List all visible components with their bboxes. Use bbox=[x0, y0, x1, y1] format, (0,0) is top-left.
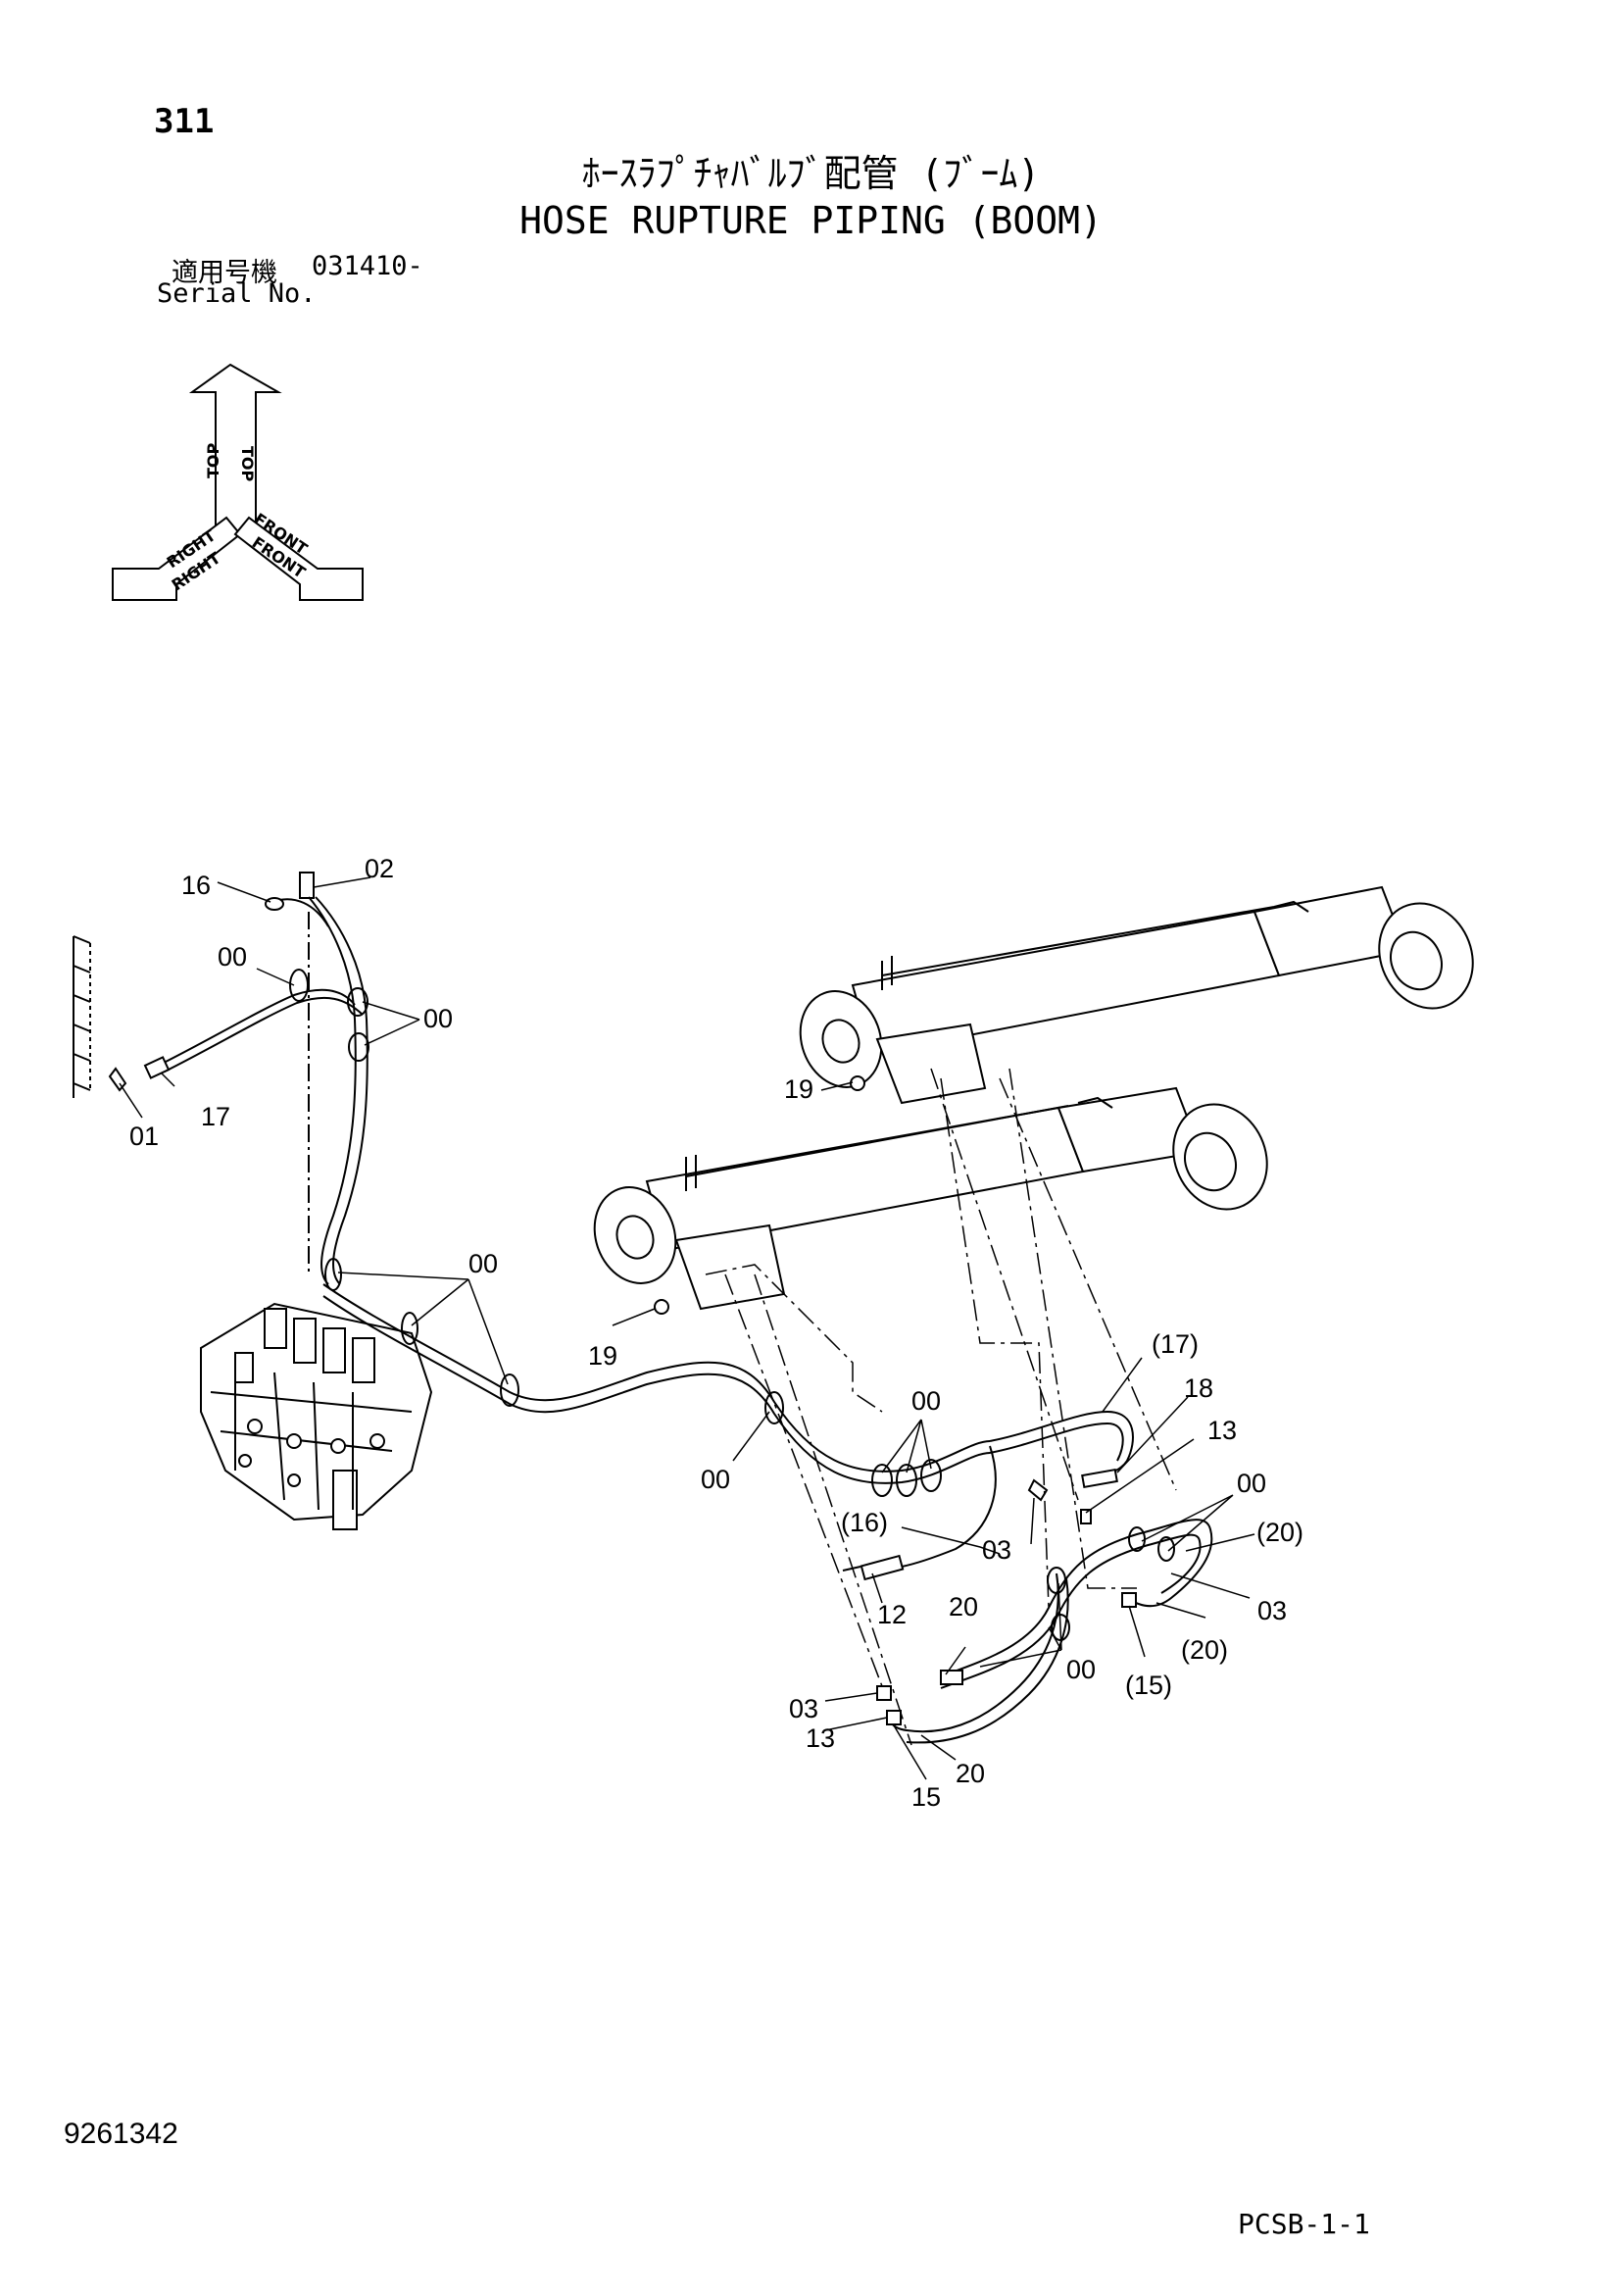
sheet-code: PCSB-1-1 bbox=[1238, 2208, 1370, 2240]
fitting-20 bbox=[940, 1670, 963, 1685]
bolt-19-lower bbox=[654, 1299, 669, 1315]
upper-boom-cylinder bbox=[799, 885, 1474, 1105]
boom-cylinders bbox=[593, 885, 1474, 1315]
lower-hose-loop bbox=[876, 1509, 1213, 1744]
callout-03: 03 bbox=[1257, 1596, 1287, 1625]
title-japanese: ﾎｰｽﾗﾌﾟﾁｬﾊﾞﾙﾌﾞ配管 (ﾌﾞｰﾑ) bbox=[581, 152, 1041, 195]
callout-13: 13 bbox=[1207, 1416, 1237, 1445]
callout-20-ref: (20) bbox=[1181, 1635, 1228, 1665]
serial-label-english: Serial No. bbox=[157, 278, 317, 309]
callout-18: 18 bbox=[1184, 1373, 1213, 1403]
drawing-number: 9261342 bbox=[64, 2118, 178, 2150]
callout-00: 00 bbox=[423, 1004, 453, 1033]
front-arrow-shape bbox=[233, 516, 364, 601]
fitting-18 bbox=[1081, 1468, 1118, 1489]
callout-13: 13 bbox=[806, 1723, 835, 1753]
fitting-13-upper bbox=[1080, 1509, 1092, 1524]
control-valve-block bbox=[200, 1302, 433, 1530]
callout-00: 00 bbox=[218, 942, 247, 972]
serial-number-range: 031410- bbox=[312, 251, 423, 281]
fitting-17 bbox=[143, 1056, 171, 1079]
fitting-03-a bbox=[1027, 1478, 1049, 1502]
callout-00: 00 bbox=[701, 1465, 730, 1494]
callout-02: 02 bbox=[365, 854, 394, 883]
lower-boom-cylinder bbox=[593, 1086, 1268, 1311]
callout-03: 03 bbox=[982, 1535, 1011, 1565]
callout-labels: 16 02 00 00 17 01 19 00 19 (17) 18 00 13… bbox=[129, 854, 1303, 1812]
callout-12: 12 bbox=[877, 1600, 907, 1629]
orientation-compass: TOP TOP RIGHT RIGHT FRONT FRONT bbox=[112, 363, 364, 601]
side-bracket-detail bbox=[73, 935, 91, 1098]
serial-label-japanese: 適用号機 bbox=[172, 258, 277, 288]
orient-top-a: TOP bbox=[238, 446, 257, 482]
callout-15-ref: (15) bbox=[1125, 1671, 1172, 1700]
fitting-12 bbox=[860, 1554, 905, 1581]
callout-03: 03 bbox=[789, 1694, 818, 1723]
right-arrow-shape bbox=[112, 516, 242, 601]
bolt-19-upper bbox=[850, 1075, 865, 1091]
fitting-13-lower bbox=[886, 1710, 902, 1725]
callout-00: 00 bbox=[1237, 1469, 1266, 1498]
page-number: 311 bbox=[154, 102, 215, 141]
leader-lines bbox=[119, 876, 1255, 1780]
callout-20-ref: (20) bbox=[1256, 1518, 1303, 1547]
callout-17: 17 bbox=[201, 1102, 230, 1131]
callout-20: 20 bbox=[956, 1759, 985, 1788]
title-english: HOSE RUPTURE PIPING (BOOM) bbox=[519, 199, 1103, 242]
fitting-01 bbox=[108, 1067, 127, 1092]
callout-19: 19 bbox=[784, 1074, 813, 1104]
upper-hose-assembly bbox=[108, 872, 369, 1285]
callout-00: 00 bbox=[911, 1386, 941, 1416]
callout-01: 01 bbox=[129, 1122, 159, 1151]
callout-19: 19 bbox=[588, 1341, 617, 1371]
fitting-03-c bbox=[876, 1685, 892, 1701]
fitting-02 bbox=[299, 872, 315, 899]
callout-00: 00 bbox=[468, 1249, 498, 1278]
callout-20: 20 bbox=[949, 1592, 978, 1622]
callout-15: 15 bbox=[911, 1782, 941, 1812]
reference-lines bbox=[705, 1068, 1177, 1746]
callout-00: 00 bbox=[1066, 1655, 1096, 1684]
orient-top-b: TOP bbox=[204, 442, 222, 478]
callout-16: 16 bbox=[181, 871, 211, 900]
callout-17-ref: (17) bbox=[1152, 1329, 1199, 1359]
callout-16-ref: (16) bbox=[841, 1508, 888, 1537]
